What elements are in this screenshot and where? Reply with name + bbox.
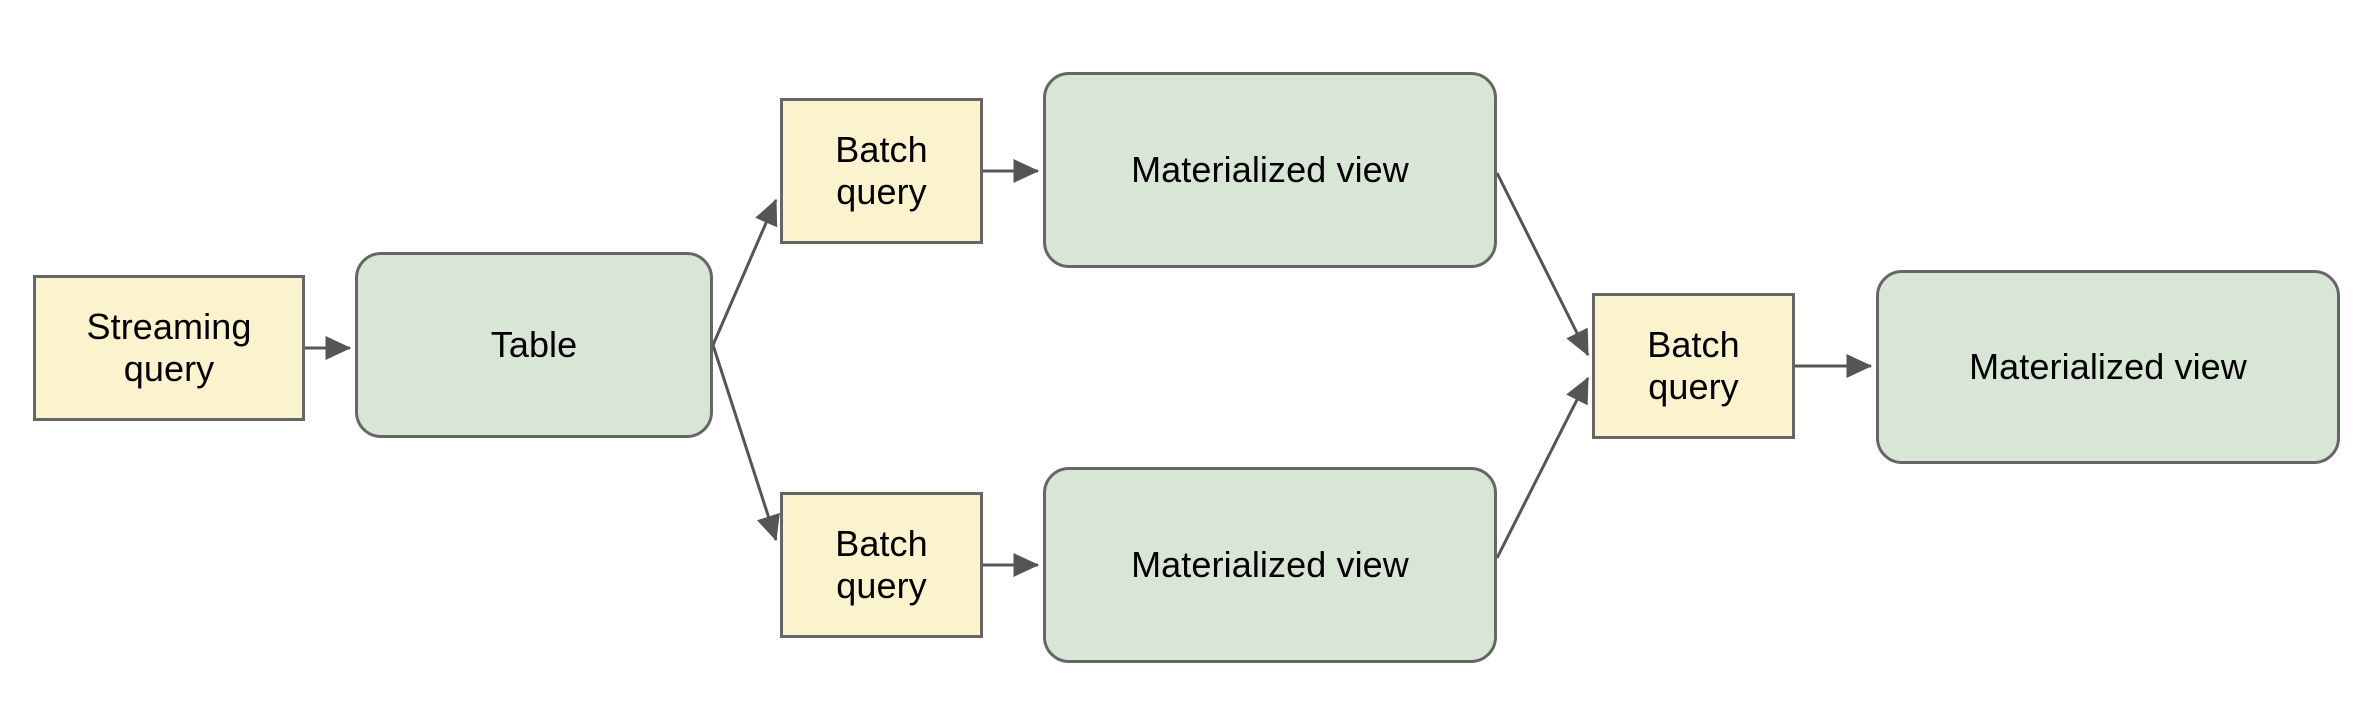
edge-mv-bottom-to-batch-middle [1495, 376, 1590, 559]
node-batch-query-bottom[interactable]: Batch query [780, 492, 983, 638]
node-label-table: Table [490, 323, 578, 365]
edge-mv-top-to-batch-middle [1495, 172, 1590, 357]
node-batch-query-middle[interactable]: Batch query [1592, 293, 1795, 439]
node-label-materialized-view-right: Materialized view [1969, 345, 2247, 387]
node-materialized-view-bottom[interactable]: Materialized view [1043, 467, 1497, 663]
node-label-materialized-view-top: Materialized view [1131, 148, 1409, 190]
edge-table-to-batch-bottom [711, 344, 780, 542]
node-materialized-view-top[interactable]: Materialized view [1043, 72, 1497, 268]
node-table[interactable]: Table [355, 252, 713, 438]
node-batch-query-top[interactable]: Batch query [780, 98, 983, 244]
edge-table-to-batch-top [711, 198, 778, 346]
node-label-batch-query-top: Batch query [835, 128, 928, 212]
node-label-batch-query-middle: Batch query [1647, 323, 1740, 407]
node-label-batch-query-bottom: Batch query [835, 522, 928, 606]
node-materialized-view-right[interactable]: Materialized view [1876, 270, 2340, 464]
node-label-materialized-view-bottom: Materialized view [1131, 543, 1409, 585]
node-streaming-query[interactable]: Streaming query [33, 275, 305, 421]
node-label-streaming-query: Streaming query [86, 305, 252, 389]
